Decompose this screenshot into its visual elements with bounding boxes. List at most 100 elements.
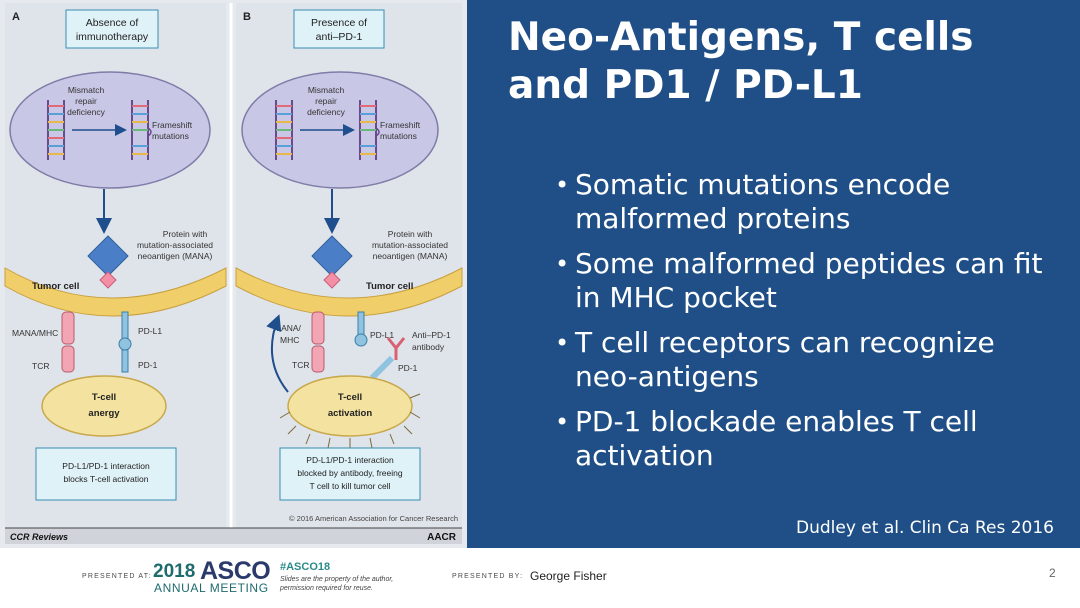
presenter-name: George Fisher: [530, 569, 607, 583]
panel-b-tcell-line2: activation: [328, 408, 373, 419]
panel-b-caption-line1: PD-L1/PD-1 interaction: [306, 455, 394, 465]
panel-b-caption-line2: blocked by antibody, freeing: [297, 468, 402, 478]
panel-a-tcr-label: TCR: [32, 361, 49, 371]
panel-b-dna-left: [275, 100, 293, 160]
panel-a-dna-left: [47, 100, 65, 160]
panel-b-header-line1: Presence of: [311, 17, 367, 29]
journal-label: CCR Reviews: [10, 532, 68, 542]
panel-a-frameshift-line1: Frameshift: [152, 120, 193, 130]
panel-b-tcell-spikes: [279, 393, 421, 449]
panel-b-kill-arrow: [266, 314, 289, 393]
panel-b-caption-line3: T cell to kill tumor cell: [309, 481, 390, 491]
page-number: 2: [1049, 566, 1056, 580]
asco-logo-meeting: ANNUAL MEETING: [154, 581, 269, 595]
footer: PRESENTED AT: 2018 ASCO ANNUAL MEETING #…: [0, 548, 1080, 608]
panel-b-pd1-label: PD-1: [398, 363, 418, 373]
panel-b-mhc-receptor: [311, 311, 325, 345]
panel-b-header-line2: anti–PD-1: [316, 31, 363, 43]
panel-a-tcell: [41, 375, 167, 437]
bullet-text: PD-1 blockade enables T cell activation: [575, 405, 978, 472]
bullet-text: Some malformed peptides can fit in MHC p…: [575, 247, 1043, 314]
panel-b-mana-square: [323, 271, 341, 289]
panel-a-tcr-receptor: [61, 345, 75, 373]
panel-b-protein-line2: mutation-associated: [372, 240, 448, 250]
panel-b-mmr-line1: Mismatch: [308, 85, 345, 95]
panel-a-mmr-line2: repair: [75, 96, 97, 106]
panel-a-letter: A: [12, 11, 20, 23]
panel-b-tcr-label: TCR: [292, 360, 309, 370]
bullet-dot-icon: •: [555, 171, 570, 199]
panel-a-protein-line3: neoantigen (MANA): [138, 251, 213, 261]
panel-a-tumor-cell-label: Tumor cell: [32, 281, 79, 292]
panel-b-tcell-line1: T-cell: [338, 392, 362, 403]
panel-b-pd1-receptor: [369, 355, 395, 381]
panel-b-anti-pd1-line1: Anti–PD-1: [412, 330, 451, 340]
bullet-dot-icon: •: [555, 408, 570, 436]
slide-title: Neo-Antigens, T cells and PD1 / PD-L1: [508, 15, 974, 108]
panel-a-pdl1-label: PD-L1: [138, 326, 162, 336]
panel-b-tcell: [287, 375, 413, 437]
panel-b-protein-line3: neoantigen (MANA): [373, 251, 448, 261]
panel-b-tumor-cell-label: Tumor cell: [366, 281, 413, 292]
panel-b-letter: B: [243, 11, 251, 23]
panel-a-pd1-label: PD-1: [138, 360, 158, 370]
bullet-text: T cell receptors can recognize neo-antig…: [575, 326, 995, 393]
bullet-item: •T cell receptors can recognize neo-anti…: [555, 326, 1065, 394]
panel-b-mana-line1: MANA/: [274, 323, 302, 333]
panel-b-anti-pd1-line2: antibody: [412, 342, 445, 352]
panel-b-dna-right: [359, 100, 380, 160]
bullet-item: •Somatic mutations encode malformed prot…: [555, 168, 1065, 236]
panel-a-mana-mhc-label: MANA/MHC: [12, 328, 58, 338]
conference-hashtag: #ASCO18: [280, 561, 331, 573]
panel-b-antibody: [386, 337, 406, 360]
bullet-dot-icon: •: [555, 329, 570, 357]
asco-logo-word: ASCO: [200, 557, 271, 585]
panel-b-tcr-receptor: [311, 345, 325, 373]
panel-a-tumor-membrane: [4, 267, 227, 317]
panel-b-mana-line2: MHC: [280, 335, 299, 345]
panel-a-header-box: [65, 9, 159, 49]
panel-a-mhc-receptor: [61, 311, 75, 345]
panel-a-pdl1-stalk: [121, 311, 129, 341]
panel-a-protein-line2: mutation-associated: [137, 240, 213, 250]
panel-b-mmr-line2: repair: [315, 96, 337, 106]
panel-a-caption-box: [35, 447, 177, 501]
bullet-text: Somatic mutations encode malformed prote…: [575, 168, 951, 235]
panel-a-tcell-line1: T-cell: [92, 392, 116, 403]
panel-a-pd1-receptor: [121, 349, 129, 373]
panel-b-pdl1-label: PD-L1: [370, 330, 394, 340]
panel-a-caption-line1: PD-L1/PD-1 interaction: [62, 461, 150, 471]
panel-a-header-line2: immunotherapy: [76, 31, 149, 43]
citation: Dudley et al. Clin Ca Res 2016: [796, 518, 1054, 538]
panel-b-pdl1-stalk: [357, 311, 365, 337]
figure-copyright: © 2016 American Association for Cancer R…: [289, 514, 458, 523]
panel-a-frameshift-line2: mutations: [152, 131, 189, 141]
presented-by-label: PRESENTED BY:: [452, 573, 524, 580]
panel-a-mana-square: [99, 271, 117, 289]
panel-a-protein-line1: Protein with: [163, 229, 208, 239]
presented-at-label: PRESENTED AT:: [82, 573, 152, 580]
bullet-item: •Some malformed peptides can fit in MHC …: [555, 247, 1065, 315]
immunotherapy-diagram: A Absence of immunotherapy Mismatch repa…: [4, 3, 463, 544]
panel-b-mmr-line3: deficiency: [307, 107, 346, 117]
publisher-logo: AACR: [427, 532, 457, 543]
panel-a-tcell-line2: anergy: [88, 408, 120, 419]
slide: A Absence of immunotherapy Mismatch repa…: [0, 0, 1080, 548]
panel-b-frameshift-line1: Frameshift: [380, 120, 421, 130]
bullet-item: •PD-1 blockade enables T cell activation: [555, 405, 1065, 473]
panel-b-caption-box: [279, 447, 421, 501]
panel-a-mmr-line3: deficiency: [67, 107, 106, 117]
panel-b-frameshift-line2: mutations: [380, 131, 417, 141]
panel-b-header-box: [293, 9, 385, 49]
panel-b-pdl1-head: [354, 333, 368, 347]
panel-a-dna-right: [131, 100, 152, 160]
panel-b-tumor-membrane: [235, 267, 463, 317]
asco-logo-year: 2018: [153, 561, 196, 582]
panel-a-header-line1: Absence of: [86, 17, 139, 29]
panel-a-mmr-line1: Mismatch: [68, 85, 105, 95]
panel-b-protein-line1: Protein with: [388, 229, 433, 239]
figure-bottom-strip: [5, 528, 462, 544]
slide-disclaimer: Slides are the property of the author, p…: [280, 576, 394, 592]
bullet-dot-icon: •: [555, 250, 570, 278]
figure-panel: A Absence of immunotherapy Mismatch repa…: [0, 0, 467, 548]
